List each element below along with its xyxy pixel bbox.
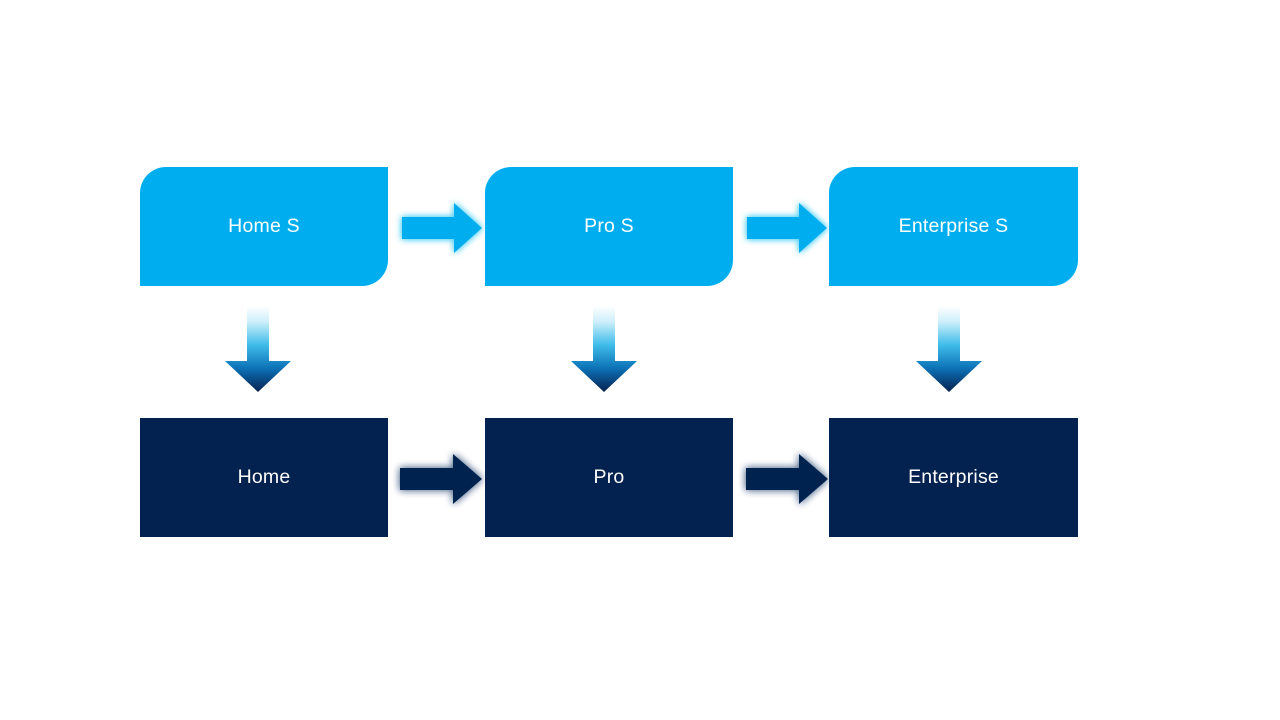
down-arrow-icon — [222, 304, 294, 394]
down-arrow-icon — [913, 304, 985, 394]
node-label: Enterprise — [908, 465, 999, 488]
node-label: Home S — [228, 214, 300, 237]
node-label: Pro — [593, 465, 625, 488]
node-enterprise[interactable]: Enterprise — [829, 418, 1078, 537]
node-pro-s[interactable]: Pro S — [485, 167, 733, 286]
right-arrow-icon — [398, 450, 484, 508]
down-arrow-icon — [568, 304, 640, 394]
right-arrow-icon — [744, 450, 830, 508]
right-arrow-icon — [746, 200, 828, 256]
node-label: Home — [237, 465, 291, 488]
right-arrow-icon — [401, 200, 483, 256]
node-home[interactable]: Home — [140, 418, 388, 537]
node-enterprise-s[interactable]: Enterprise S — [829, 167, 1078, 286]
node-label: Enterprise S — [898, 214, 1009, 237]
node-home-s[interactable]: Home S — [140, 167, 388, 286]
node-label: Pro S — [584, 214, 634, 237]
node-pro[interactable]: Pro — [485, 418, 733, 537]
